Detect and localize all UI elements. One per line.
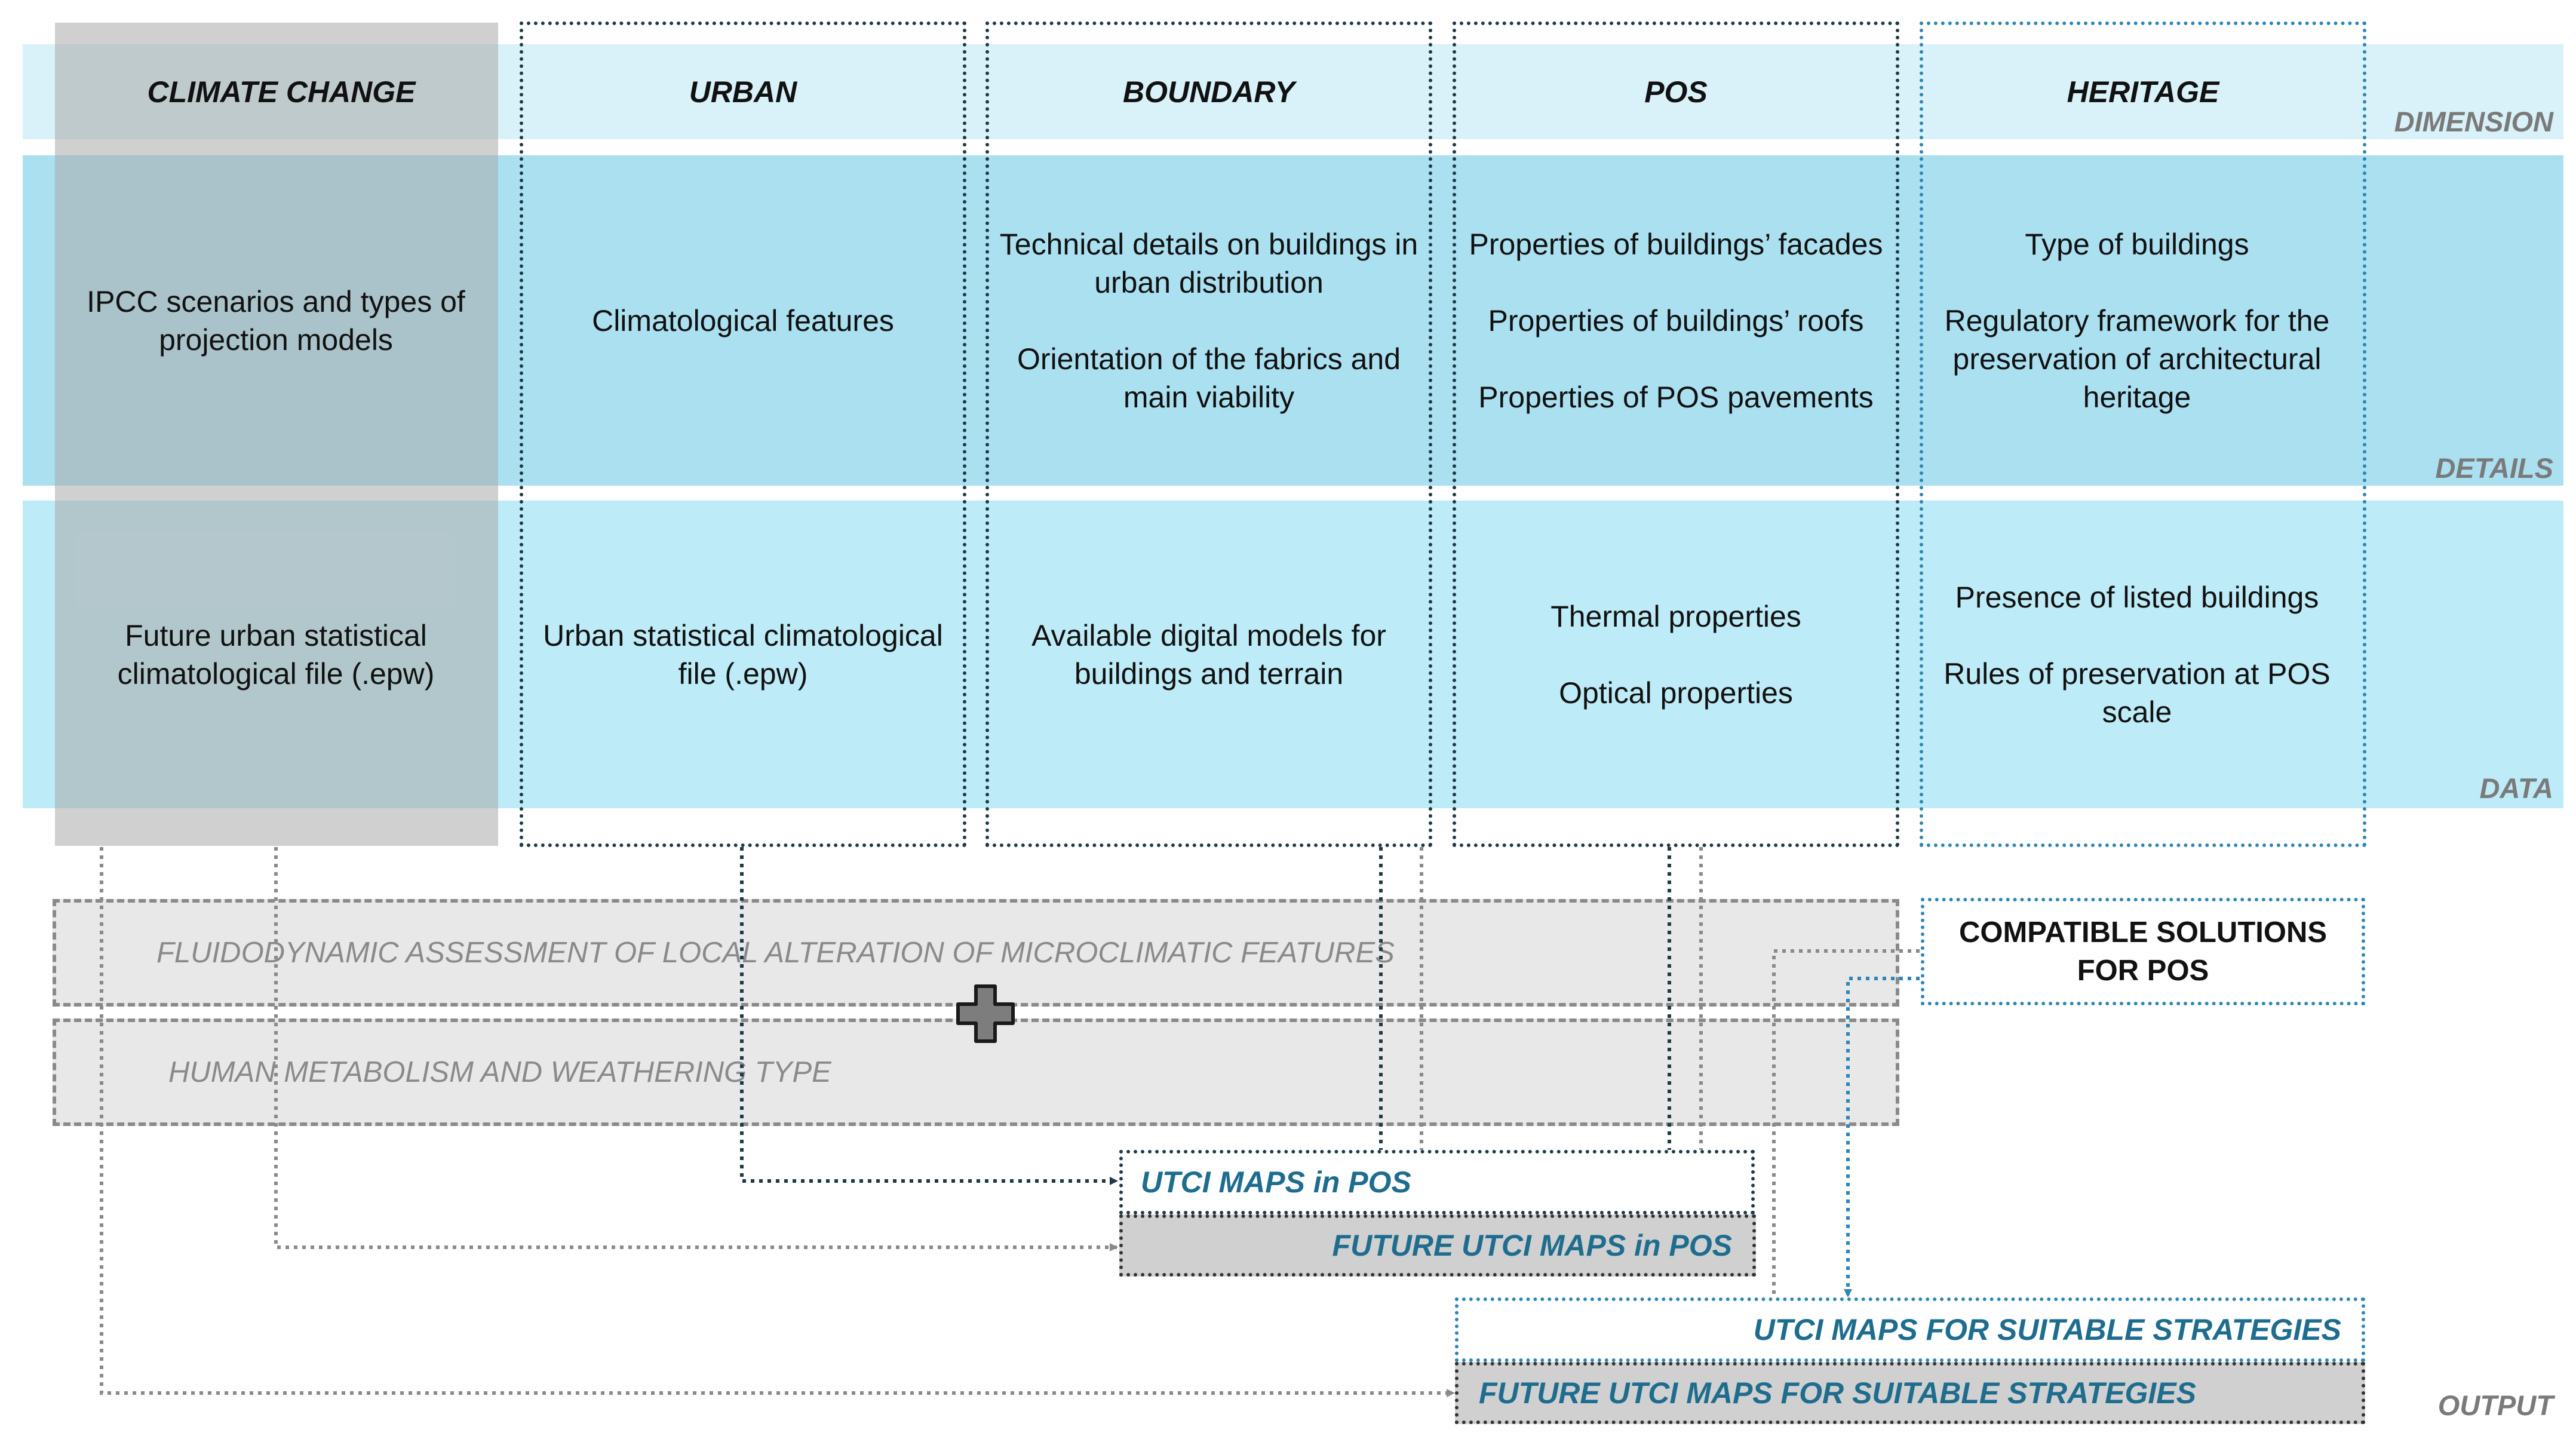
- human-metabolism-label: HUMAN METABOLISM AND WEATHERING TYPE: [168, 1056, 831, 1088]
- row-label-details: DETAILS: [2435, 452, 2553, 484]
- human-metabolism-box: HUMAN METABOLISM AND WEATHERING TYPE: [53, 1018, 1899, 1126]
- column-header-climate-change: CLIMATE CHANGE: [147, 75, 416, 109]
- column-header-urban: URBAN: [689, 75, 797, 109]
- details-text: Type of buildings: [2025, 227, 2249, 261]
- details-text: Climatological features: [592, 303, 894, 338]
- data-heritage: Presence of listed buildings Rules of pr…: [1930, 501, 2344, 808]
- data-text: Optical properties: [1559, 676, 1793, 710]
- details-boundary: Technical details on buildings in urban …: [996, 155, 1421, 486]
- data-urban: Urban statistical climatological file (.…: [523, 501, 963, 808]
- column-header-pos: POS: [1644, 75, 1708, 109]
- utci-maps-pos-box: UTCI MAPS in POS: [1119, 1150, 1755, 1214]
- data-text: Urban statistical climatological file (.…: [543, 618, 943, 691]
- data-text: Rules of preservation at POS scale: [1943, 656, 2331, 729]
- utci-maps-strategies-box: UTCI MAPS FOR SUITABLE STRATEGIES: [1455, 1297, 2365, 1362]
- details-text: Properties of buildings’ facades: [1469, 227, 1883, 261]
- row-label-output: OUTPUT: [2437, 1389, 2553, 1421]
- data-boundary: Available digital models for buildings a…: [996, 501, 1421, 808]
- future-utci-maps-pos-label: FUTURE UTCI MAPS in POS: [1332, 1229, 1732, 1262]
- data-text: Future urban statistical climatological …: [117, 618, 435, 691]
- data-text: Thermal properties: [1550, 599, 1801, 633]
- utci-maps-strategies-label: UTCI MAPS FOR SUITABLE STRATEGIES: [1753, 1313, 2341, 1346]
- row-label-data: DATA: [2479, 772, 2553, 804]
- details-climate-change: IPCC scenarios and types of projection m…: [67, 155, 485, 486]
- compatible-solutions-box: COMPATIBLE SOLUTIONS FOR POS: [1921, 898, 2365, 1005]
- column-header-heritage: HERITAGE: [2067, 75, 2219, 109]
- data-text: Presence of listed buildings: [1955, 580, 2319, 614]
- row-label-dimension: DIMENSION: [2394, 106, 2553, 137]
- details-text: Properties of buildings’ roofs: [1488, 303, 1864, 338]
- future-utci-maps-strategies-box: FUTURE UTCI MAPS FOR SUITABLE STRATEGIES: [1455, 1362, 2365, 1424]
- data-climate-change: Future urban statistical climatological …: [67, 501, 485, 808]
- details-pos: Properties of buildings’ facades Propert…: [1460, 155, 1892, 486]
- details-heritage: Type of buildings Regulatory framework f…: [1930, 155, 2344, 486]
- details-text: Technical details on buildings in urban …: [999, 227, 1419, 299]
- future-utci-maps-pos-box: FUTURE UTCI MAPS in POS: [1119, 1214, 1756, 1277]
- column-header-boundary: BOUNDARY: [1123, 75, 1295, 109]
- future-utci-maps-strategies-label: FUTURE UTCI MAPS FOR SUITABLE STRATEGIES: [1479, 1376, 2196, 1410]
- details-text: IPCC scenarios and types of projection m…: [87, 284, 465, 357]
- pos-column-frame: [1453, 22, 1899, 847]
- fluidodynamic-assessment-label: FLUIDODYNAMIC ASSESSMENT OF LOCAL ALTERA…: [156, 937, 1395, 969]
- boundary-column-frame: [985, 22, 1432, 847]
- data-text: Available digital models for buildings a…: [1031, 618, 1386, 691]
- data-pos: Thermal properties Optical properties: [1460, 501, 1892, 808]
- details-urban: Climatological features: [526, 155, 960, 486]
- urban-column-frame: [520, 22, 966, 847]
- plus-icon: [956, 984, 1015, 1043]
- climate-change-column: [55, 23, 498, 846]
- details-text: Regulatory framework for the preservatio…: [1944, 303, 2330, 414]
- utci-maps-pos-label: UTCI MAPS in POS: [1141, 1165, 1411, 1199]
- details-text: Orientation of the fabrics and main viab…: [1017, 342, 1401, 414]
- details-text: Properties of POS pavements: [1478, 380, 1874, 414]
- heritage-column-frame: [1920, 22, 2366, 847]
